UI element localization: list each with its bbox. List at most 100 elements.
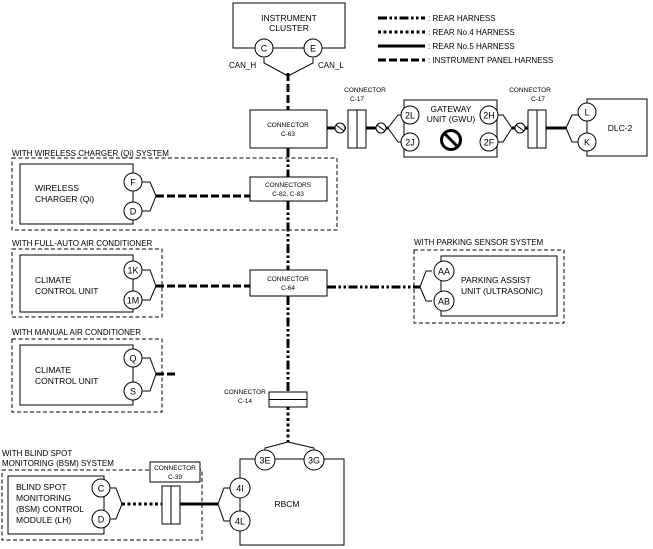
connector-c63: CONNECTOR C-63 <box>249 109 328 149</box>
pin-ab-label: AB <box>438 297 450 307</box>
connector-c39-line1: CONNECTOR <box>154 465 196 472</box>
pin-3g-label: 3G <box>308 456 320 466</box>
manual-climate-box <box>19 344 134 406</box>
pin-dlc-l-circle <box>577 102 597 122</box>
pin-s-circle <box>123 381 143 401</box>
full-auto-group-title: WITH FULL-AUTO AIR CONDITIONER <box>12 239 153 248</box>
full-auto-climate-group: WITH FULL-AUTO AIR CONDITIONER CLIMATE C… <box>11 239 163 318</box>
pin-2h-label: 2H <box>483 111 495 121</box>
gateway-unit: GATEWAY UNIT (GWU) 2L 2J 2H 2F <box>400 99 499 158</box>
pin-aa-circle <box>433 260 455 282</box>
manual-climate-line2: CONTROL UNIT <box>35 376 98 386</box>
pin-wc-f-circle <box>123 172 143 192</box>
manual-group-border <box>11 338 163 413</box>
rbcm: RBCM 3E 3G 4I 4L <box>229 449 345 546</box>
pin-e-circle <box>303 38 323 58</box>
parking-sensor-group: WITH PARKING SENSOR SYSTEM PARKING ASSIS… <box>413 238 565 324</box>
pin-1m-label: 1M <box>127 296 140 306</box>
wire-pas-ab <box>419 286 432 302</box>
connector-c63-line1: CONNECTOR <box>267 122 309 129</box>
dlc-2: DLC-2 L K <box>577 98 648 157</box>
bsm-module-line2: MONITORING <box>16 493 71 503</box>
connectors-c82-c83-line2: C-82, C-83 <box>272 191 304 198</box>
pin-wc-f-label: F <box>130 178 136 188</box>
rbcm-box <box>239 458 345 546</box>
dlc-box <box>586 98 648 157</box>
legend: : REAR HARNESS : REAR No.4 HARNESS : REA… <box>378 14 553 65</box>
connectors-c82-c83-box <box>249 176 328 202</box>
pin-dlc-l-label: L <box>584 108 589 118</box>
wire-bsm-d <box>110 503 123 520</box>
wire-bsm-c <box>110 487 123 505</box>
twist-line-3 <box>515 124 525 132</box>
wire-4l <box>217 503 230 522</box>
parking-assist-box <box>440 255 558 317</box>
pin-wc-d-circle <box>123 201 143 221</box>
pin-2l-circle <box>400 105 420 125</box>
pin-3e-label: 3E <box>259 456 270 466</box>
bsm-group-title2: MONITORING (BSM) SYSTEM <box>2 459 114 468</box>
instrument-cluster: INSTRUMENT CLUSTER C E CAN_H CAN_L <box>229 2 346 70</box>
connector-c17-left: CONNECTOR C-17 <box>344 87 386 149</box>
pin-e-label: E <box>310 44 316 54</box>
pin-1m-circle <box>123 290 143 310</box>
wire-cm-q <box>141 357 157 375</box>
instrument-cluster-line2: CLUSTER <box>269 23 309 33</box>
can-h-label: CAN_H <box>229 61 256 70</box>
wireless-group-border <box>11 157 338 231</box>
pin-q-circle <box>123 348 143 368</box>
legend-rear-label: : REAR HARNESS <box>428 14 496 23</box>
twisted-pair-marks <box>334 122 526 134</box>
pin-2j-circle <box>400 132 420 152</box>
full-auto-climate-line1: CLIMATE <box>35 275 72 285</box>
wire-cm-s <box>141 373 157 392</box>
pin-2h-circle <box>479 105 499 125</box>
pin-4l-label: 4L <box>235 517 245 527</box>
pin-wc-d-label: D <box>130 207 137 217</box>
no-entry-slash <box>443 132 459 148</box>
pin-bsm-c-circle <box>91 478 111 498</box>
gateway-line2: UNIT (GWU) <box>427 114 476 124</box>
pin-dlc-k-circle <box>577 132 597 152</box>
wireless-charger-group: WITH WIRELESS CHARGER (Qi) SYSTEM WIRELE… <box>11 149 338 231</box>
bsm-group-title1: WITH BLIND SPOT <box>2 449 72 458</box>
wire-wc-d <box>141 195 157 212</box>
connector-c14-line1: CONNECTOR <box>224 389 266 396</box>
connector-c63-box <box>249 109 328 149</box>
pin-4l-circle <box>229 510 251 532</box>
pin-dlc-k-label: K <box>584 138 590 148</box>
connectors-c82-c83-line1: CONNECTORS <box>265 182 312 189</box>
no-entry-icon <box>440 129 462 151</box>
full-auto-climate-line2: CONTROL UNIT <box>35 286 98 296</box>
wireless-group-title: WITH WIRELESS CHARGER (Qi) SYSTEM <box>12 149 169 158</box>
dlc-label: DLC-2 <box>608 123 633 133</box>
twist-line-1 <box>335 124 345 132</box>
bsm-module-box <box>7 475 105 535</box>
legend-no4-label: : REAR No.4 HARNESS <box>428 28 515 37</box>
instrument-cluster-box <box>232 2 346 49</box>
parking-assist-line1: PARKING ASSIST <box>461 275 531 285</box>
full-auto-group-border <box>11 248 163 318</box>
wireless-charger-line1: WIRELESS <box>35 183 79 193</box>
pin-4i-circle <box>229 477 251 499</box>
connector-c64: CONNECTOR C-64 <box>249 269 328 297</box>
bsm-module-line1: BLIND SPOT <box>16 482 67 492</box>
connector-c17-right: CONNECTOR C-17 <box>509 87 551 149</box>
wire-2h <box>497 114 513 129</box>
pin-4i-label: 4I <box>236 484 244 494</box>
pin-2f-circle <box>479 132 499 152</box>
wire-can-h <box>263 58 289 77</box>
pin-2l-label: 2L <box>405 111 415 121</box>
connector-c64-line2: C-64 <box>281 285 295 292</box>
wire-dlc-l <box>565 114 578 129</box>
connector-c64-line1: CONNECTOR <box>267 276 309 283</box>
wire-2f <box>497 127 513 143</box>
connector-c17-left-line2: C-17 <box>350 96 364 103</box>
parking-assist-line2: UNIT (ULTRASONIC) <box>461 286 543 296</box>
pin-bsm-d-label: D <box>98 515 105 525</box>
bsm-group: WITH BLIND SPOT MONITORING (BSM) SYSTEM … <box>1 449 203 541</box>
pin-3g-circle <box>303 449 325 471</box>
full-auto-climate-box <box>19 254 134 313</box>
instrument-cluster-line1: INSTRUMENT <box>261 13 317 23</box>
